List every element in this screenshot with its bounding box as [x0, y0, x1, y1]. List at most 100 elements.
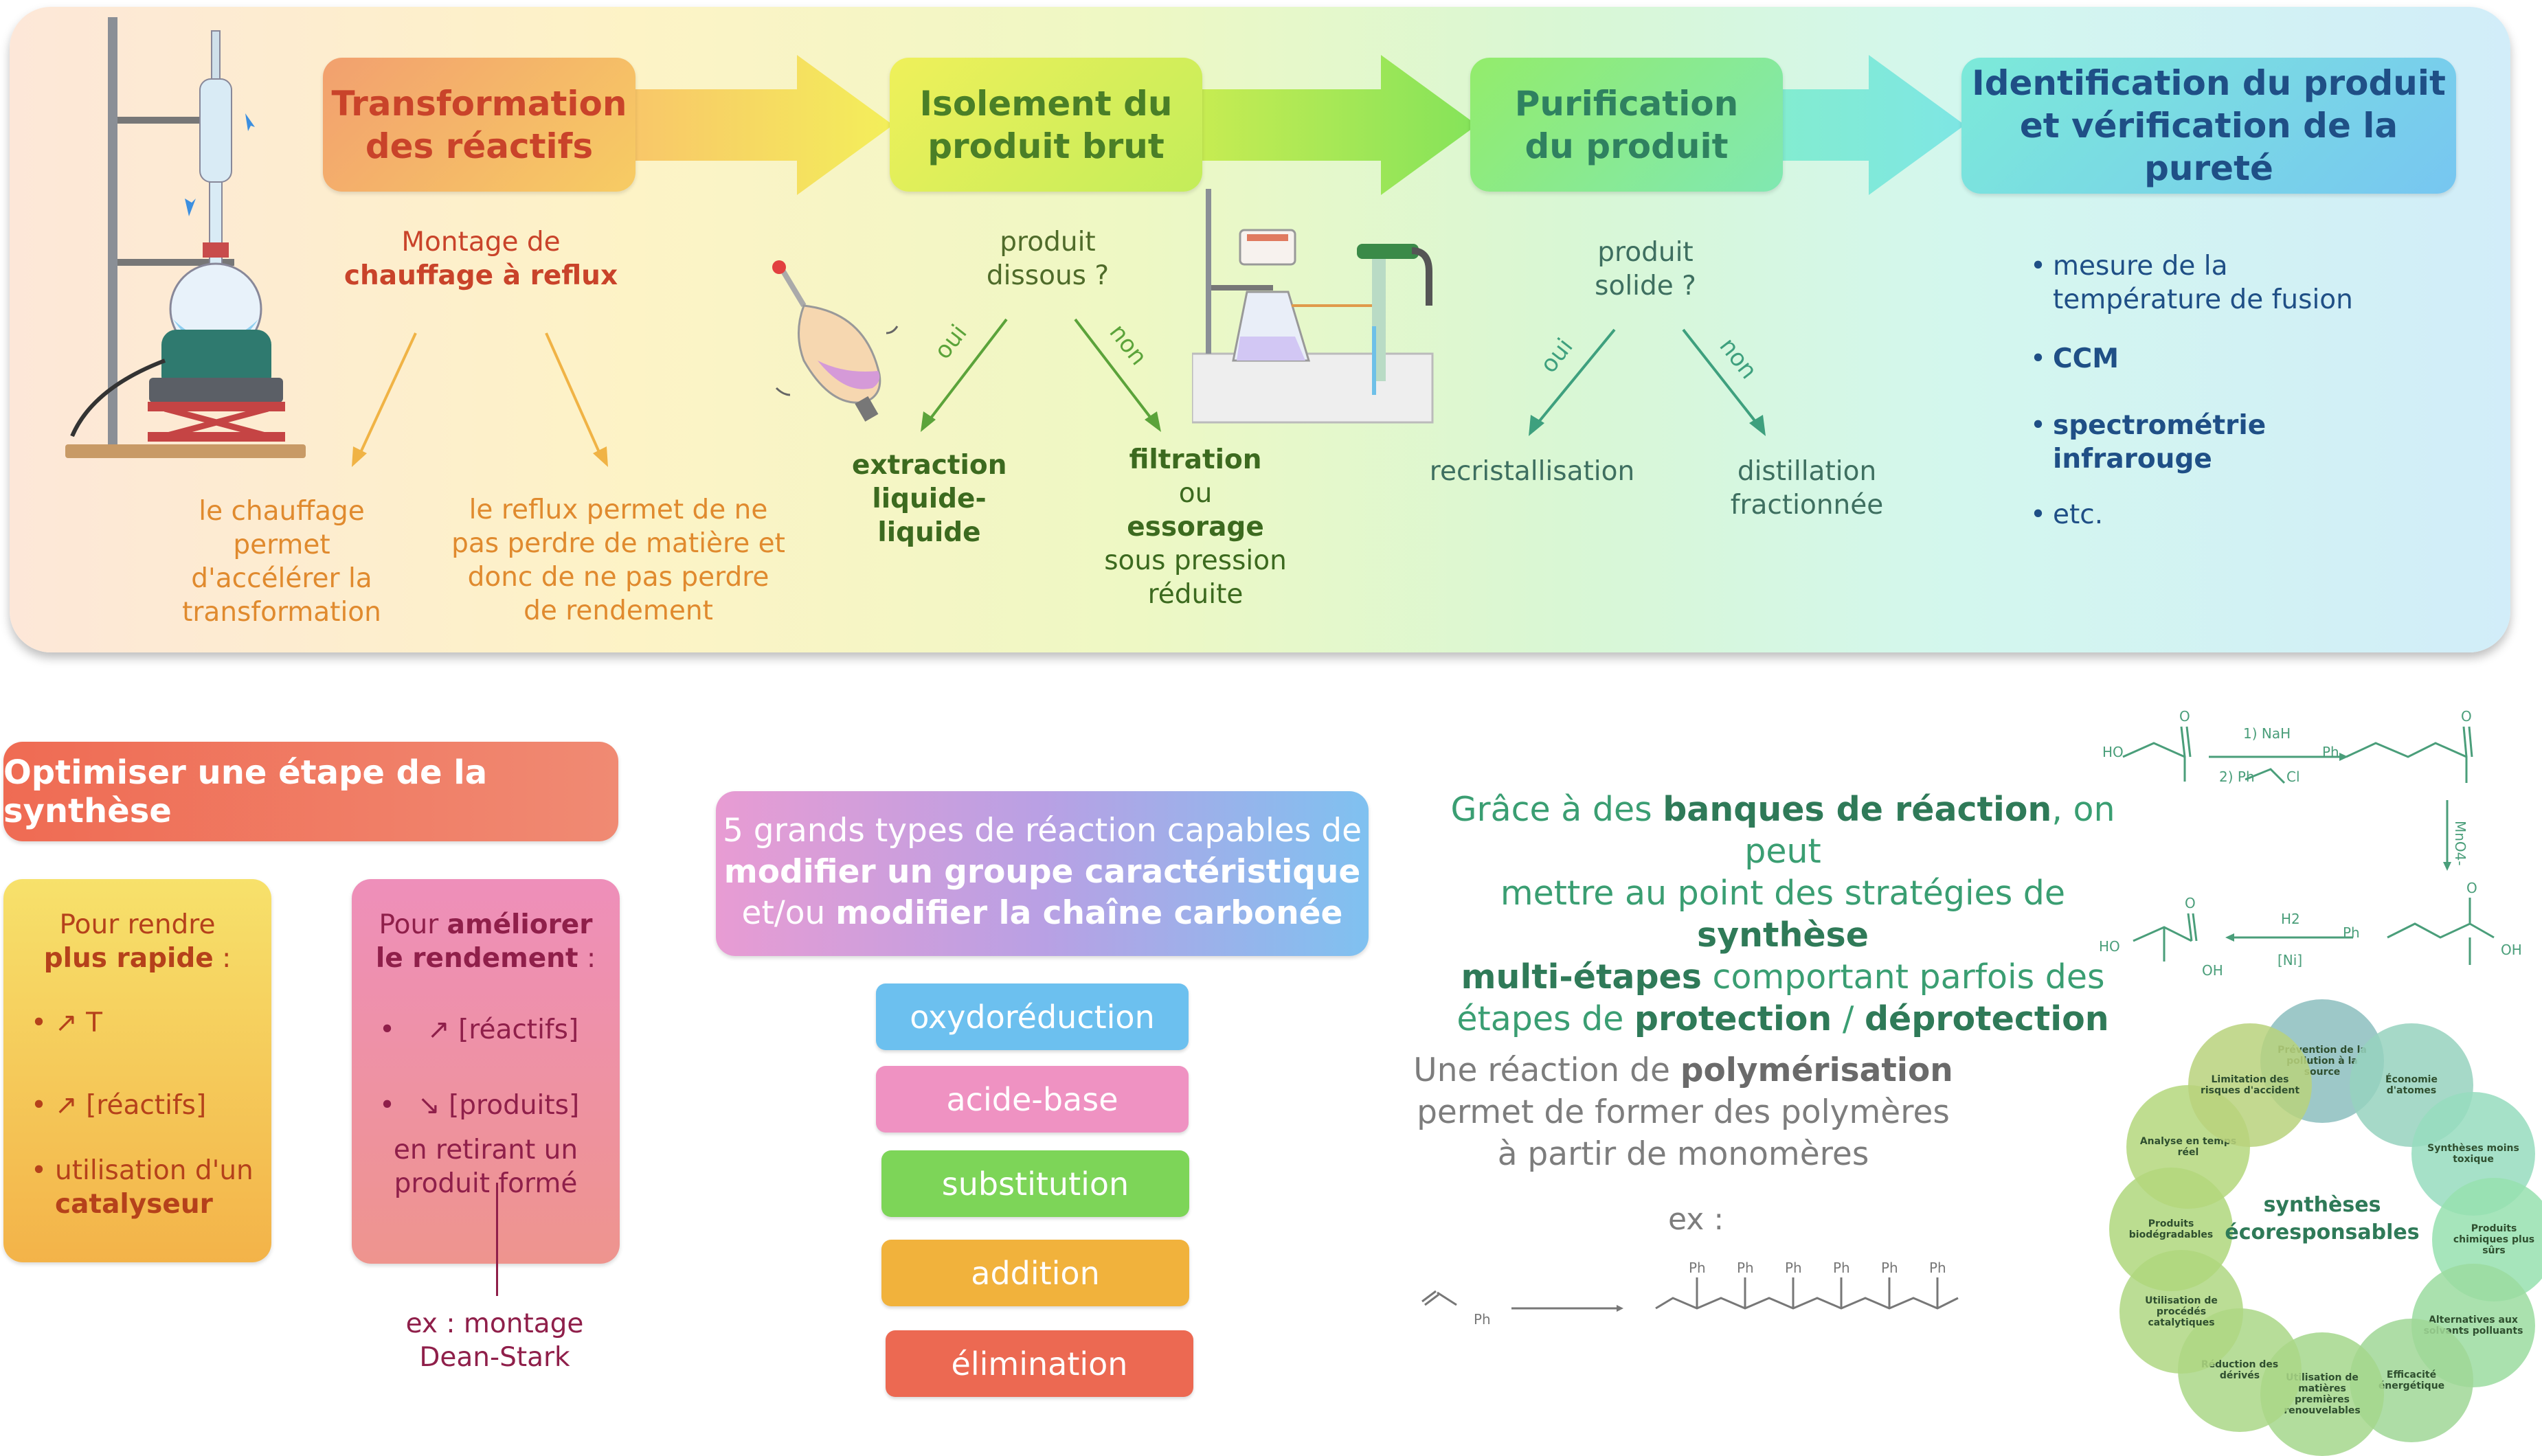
rapide-item-temp: ↗ T	[55, 1008, 102, 1038]
rapide-item-reactifs: ↗ [réactifs]	[55, 1090, 207, 1121]
arrow-step2-step3	[1195, 55, 1477, 195]
banques-l1a: Grâce à des	[1450, 790, 1663, 829]
banques-text: Grâce à des banques de réaction, on peut…	[1422, 788, 2144, 1040]
optimiser-title-box: Optimiser une étape de la synthèse	[3, 742, 618, 841]
rend-item-produits: ↘ [produits]	[418, 1090, 580, 1121]
bullet-item: •	[379, 1014, 396, 1045]
banques-l1b: banques de réaction	[1663, 790, 2052, 829]
essorage-label: essorage	[1127, 512, 1264, 543]
reactions-title-b: modifier un groupe caractéristique	[723, 853, 1361, 891]
rend-head-2: améliorer le rendement	[375, 909, 593, 974]
scheme-o: O	[2461, 708, 2472, 725]
bullet-item: •	[2030, 343, 2047, 374]
isolement-branch-arrows	[921, 318, 1161, 432]
rend-head-1: Pour	[379, 909, 447, 940]
heating-note: le chauffage permet d'accélérer la trans…	[182, 496, 381, 628]
eco-wheel: Prévention de la pollution à la source É…	[2109, 992, 2542, 1456]
banques-l2a: mettre au point des stratégies de	[1500, 874, 2066, 913]
banques-l4d: déprotection	[1864, 999, 2109, 1038]
eco-limitation-risques: Limitation des risques d'accident	[2188, 1023, 2312, 1147]
arrow-step1-step2	[618, 55, 893, 195]
rapide-head-2: plus rapide	[43, 943, 214, 974]
flow-arrows	[618, 55, 1965, 195]
rapide-colon: :	[213, 943, 232, 974]
polymer-l1a: Une réaction de	[1413, 1051, 1680, 1089]
polymer-chain-ph: Ph	[1737, 1260, 1754, 1276]
scheme-ho: HO	[2099, 938, 2120, 955]
ou-label: ou	[1178, 478, 1213, 509]
bullet-ir: spectrométrie infrarouge	[2053, 410, 2267, 475]
bullet-item: •	[31, 1090, 47, 1121]
banques-l4b: protection	[1634, 999, 1832, 1038]
scheme-ph-cl-1: 2) Ph	[2219, 769, 2255, 785]
recristallisation-label: recristallisation	[1429, 456, 1635, 487]
purification-branch-arrows	[1529, 328, 1766, 436]
step-isolement: Isolement du produit brut	[890, 58, 1202, 192]
step-transformation: Transformation des réactifs	[323, 58, 636, 192]
rapide-item-cat-a: utilisation d'un	[55, 1155, 254, 1186]
scheme-ph-cl-2: Cl	[2286, 769, 2300, 785]
montage-label: Montage de chauffage à reflux	[302, 225, 660, 293]
scheme-oh: OH	[2501, 942, 2522, 958]
separating-funnel-illustration	[772, 260, 899, 422]
sous-pression-label: sous pression réduite	[1104, 545, 1287, 610]
polymer-l1b: polymérisation	[1680, 1051, 1953, 1089]
bullet-item: •	[31, 1155, 47, 1186]
rend-item-reactifs: ↗ [réactifs]	[427, 1014, 579, 1045]
scheme-ni: [Ni]	[2277, 952, 2302, 968]
polymer-chain-ph: Ph	[1689, 1260, 1706, 1276]
scheme-o: O	[2185, 895, 2196, 911]
bullet-item: •	[2030, 410, 2047, 441]
multistep-scheme: HO O 1) NaH 2) Ph Cl Ph O MnO4- Ph O OH …	[2099, 708, 2522, 979]
banques-l4c: /	[1832, 999, 1865, 1038]
reaction-types: oxydoréduction acide-base substitution a…	[876, 983, 1193, 1397]
polymer-chain-ph: Ph	[1833, 1260, 1850, 1276]
rend-colon: :	[578, 943, 596, 974]
transformation-arrows	[352, 332, 608, 467]
filtration-block: filtration ou essorage sous pression réd…	[1086, 443, 1305, 611]
bullet-item: •	[2030, 499, 2047, 530]
montage-line1: Montage de	[401, 227, 561, 258]
rendement-panel: Pour améliorer le rendement : • ↗ [réact…	[352, 879, 620, 1264]
bullet-etc: etc.	[2053, 499, 2104, 530]
reaction-addition: addition	[881, 1240, 1189, 1306]
polymer-chain-ph: Ph	[1785, 1260, 1802, 1276]
eco-analyse-temps-reel: Analyse en temps réel	[2126, 1085, 2250, 1209]
vacuum-filtration-illustration	[1192, 189, 1434, 424]
filtration-label: filtration	[1129, 444, 1262, 475]
rapide-head-1: Pour rendre	[59, 909, 216, 940]
optimiser-title: Optimiser une étape de la synthèse	[3, 753, 488, 830]
scheme-oh: OH	[2202, 962, 2223, 979]
reflux-note: le reflux permet de ne pas perdre de mat…	[451, 494, 785, 626]
bullet-item: •	[2030, 251, 2047, 282]
arrow-step3-step4	[1779, 55, 1965, 195]
rapide-item-cat-b: catalyseur	[55, 1189, 213, 1220]
reaction-oxydoreduction: oxydoréduction	[876, 983, 1189, 1050]
banques-l4a: étapes de	[1456, 999, 1634, 1038]
reaction-acide-base: acide-base	[876, 1066, 1189, 1133]
step-identification: Identification du produit et vérificatio…	[1961, 58, 2456, 194]
reaction-elimination: élimination	[886, 1330, 1193, 1397]
scheme-nah: 1) NaH	[2243, 725, 2291, 742]
reflux-apparatus-illustration	[65, 17, 306, 458]
bullet-ccm: CCM	[2053, 343, 2119, 374]
banques-l2b: synthèse	[1697, 915, 1869, 955]
scheme-ph: Ph	[2343, 924, 2360, 941]
isolement-question: produit dissous ?	[986, 227, 1110, 291]
reaction-substitution: substitution	[881, 1150, 1189, 1217]
polymer-l3: à partir de monomères	[1497, 1135, 1869, 1173]
scheme-ph: Ph	[2322, 744, 2339, 760]
scheme-mno4: MnO4-	[2452, 821, 2468, 866]
banques-l3b: comportant parfois des	[1701, 957, 2105, 997]
scheme-h2: H2	[2281, 911, 2300, 927]
polymer-text: Une réaction de polymérisation permet de…	[1395, 1049, 1972, 1175]
polymer-chain-ph: Ph	[1929, 1260, 1946, 1276]
bullet-item: •	[31, 1008, 47, 1038]
eco-center-label: synthèses écoresponsables	[2225, 1193, 2420, 1244]
bullet-fusion: mesure de la température de fusion	[2053, 251, 2353, 315]
extraction-label: extraction liquide- liquide	[852, 450, 1007, 548]
montage-line2: chauffage à reflux	[344, 260, 618, 291]
reactions-title-d: modifier la chaîne carbonée	[835, 894, 1343, 932]
dean-stark-example: ex : montage Dean-Stark	[405, 1308, 584, 1373]
reactions-title-a: 5 grands types de réaction capables de	[722, 812, 1362, 850]
